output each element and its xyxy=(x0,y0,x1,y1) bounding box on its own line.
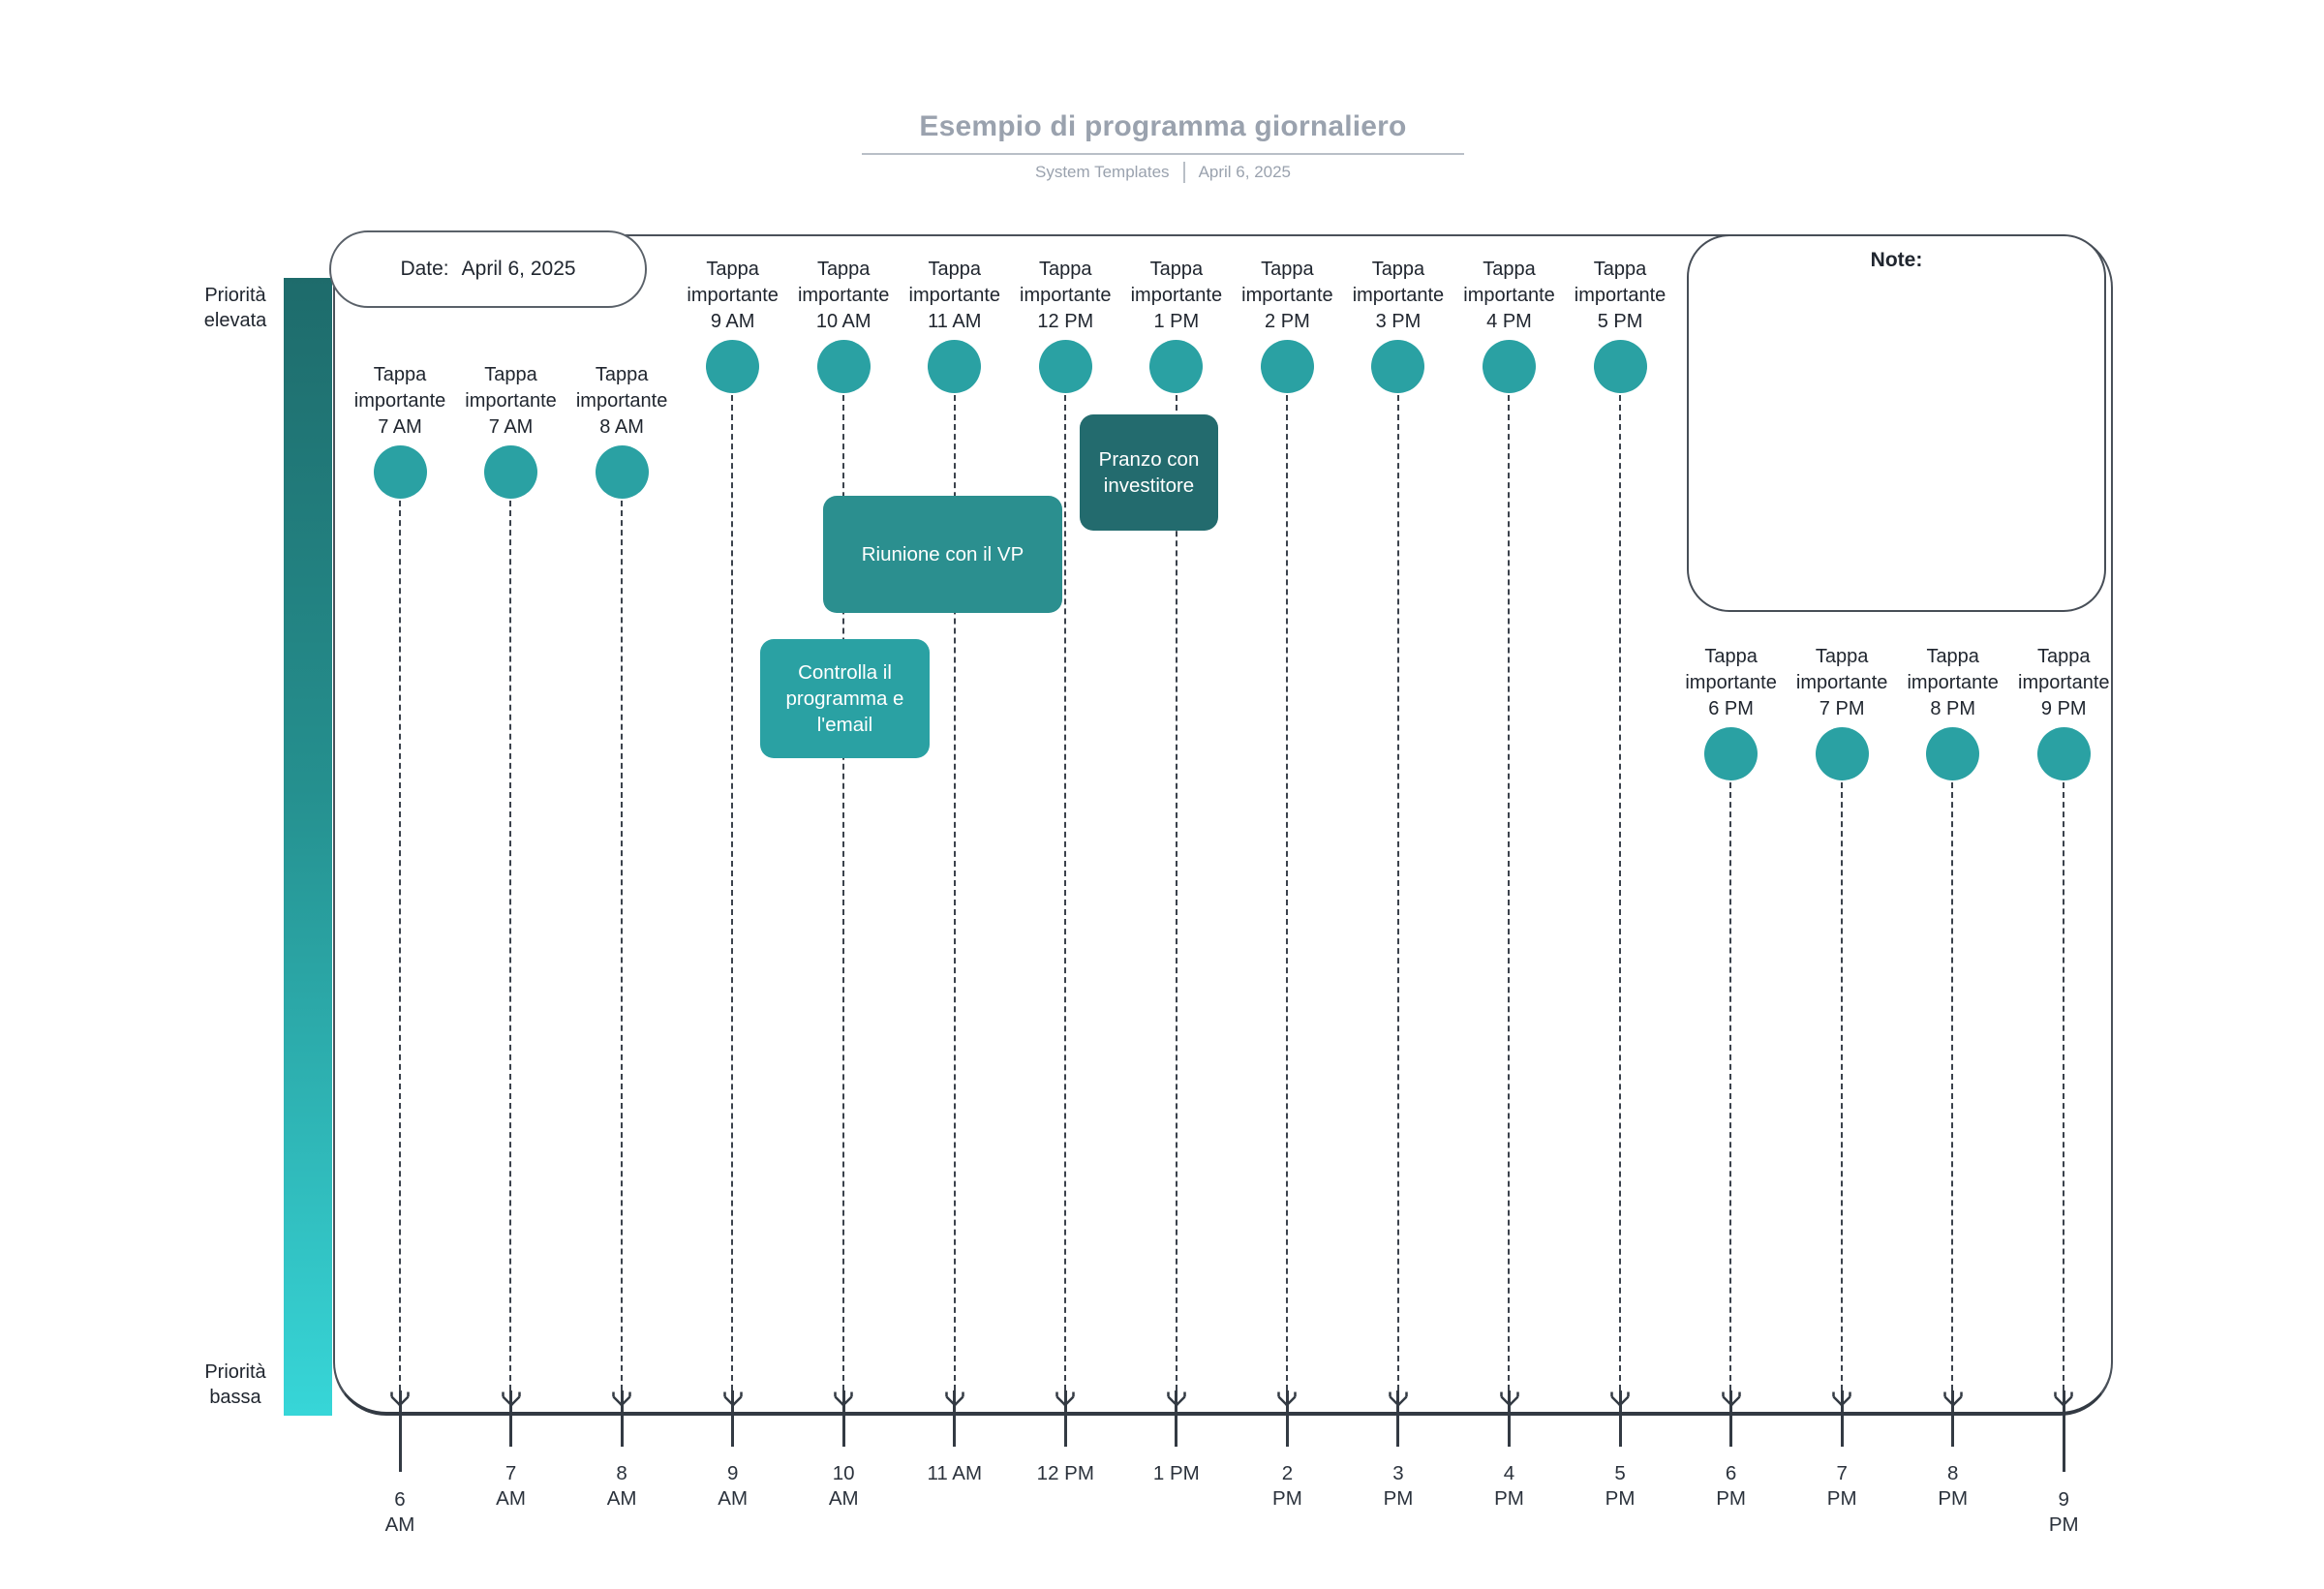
milestone-circle[interactable] xyxy=(1815,726,1869,780)
milestone-guide-line xyxy=(1396,394,1399,1390)
time-tick xyxy=(1618,1390,1622,1447)
milestone-circle[interactable] xyxy=(1483,339,1536,393)
milestone-label: Tappa importante 1 PM xyxy=(1130,258,1223,332)
milestone-label: Tappa importante 7 AM xyxy=(353,363,446,438)
page-title: Esempio di programma giornaliero xyxy=(919,110,1407,142)
time-label: 7 AM xyxy=(496,1462,526,1510)
time-tick xyxy=(1175,1390,1178,1447)
time-tick xyxy=(1840,1390,1844,1447)
milestone-label: Tappa importante 7 PM xyxy=(1795,645,1888,719)
time-label: 10 AM xyxy=(828,1462,859,1510)
priority-gradient-bar xyxy=(284,278,332,1416)
time-label: 8 PM xyxy=(1938,1462,1969,1510)
milestone-guide-line xyxy=(2063,781,2064,1390)
note-title: Note: xyxy=(1870,249,1923,271)
subtitle-date: April 6, 2025 xyxy=(1198,163,1292,181)
milestone-label: Tappa importante 10 AM xyxy=(797,258,890,332)
page-subtitle: System Templates April 6, 2025 xyxy=(776,162,1550,183)
time-tick xyxy=(1285,1390,1289,1447)
milestone-guide-line xyxy=(1286,394,1289,1390)
subtitle-brand: System Templates xyxy=(1034,163,1170,181)
time-tick xyxy=(953,1390,957,1447)
schedule-board xyxy=(333,234,2113,1416)
time-label: 8 AM xyxy=(606,1462,637,1510)
time-tick xyxy=(1951,1390,1955,1447)
time-tick xyxy=(841,1390,845,1447)
time-tick xyxy=(1729,1390,1733,1447)
time-label: 7 PM xyxy=(1826,1462,1857,1510)
milestone-label: Tappa importante 2 PM xyxy=(1241,258,1333,332)
milestone-circle[interactable] xyxy=(1926,726,1980,780)
time-tick xyxy=(1396,1390,1400,1447)
title-underline xyxy=(862,153,1464,155)
time-tick xyxy=(2062,1390,2065,1472)
milestone-guide-line xyxy=(731,394,734,1390)
time-label: 12 PM xyxy=(1036,1462,1094,1484)
time-label: 11 AM xyxy=(927,1462,983,1484)
subtitle-divider xyxy=(1182,162,1185,183)
time-label: 5 PM xyxy=(1605,1462,1636,1510)
milestone-guide-line xyxy=(1064,394,1067,1390)
milestone-circle[interactable] xyxy=(928,339,982,393)
milestone-circle[interactable] xyxy=(1593,339,1647,393)
milestone-label: Tappa importante 11 AM xyxy=(908,258,1001,332)
milestone-guide-line xyxy=(1951,781,1954,1390)
milestone-circle[interactable] xyxy=(1260,339,1314,393)
milestone-circle[interactable] xyxy=(484,444,538,499)
time-label: 6 AM xyxy=(384,1488,415,1536)
time-tick xyxy=(731,1390,735,1447)
priority-low-label: Priorità bassa xyxy=(204,1361,266,1408)
time-tick xyxy=(509,1390,513,1447)
milestone-guide-line xyxy=(1508,394,1511,1390)
milestone-guide-line xyxy=(1729,781,1732,1390)
milestone-circle[interactable] xyxy=(1038,339,1092,393)
time-label: 1 PM xyxy=(1152,1462,1200,1484)
milestone-label: Tappa importante 8 PM xyxy=(1907,645,1999,719)
event-vp-meeting[interactable]: Riunione con il VP xyxy=(823,496,1062,613)
milestone-circle[interactable] xyxy=(595,444,649,499)
milestone-guide-line xyxy=(1175,394,1177,1390)
date-label: Date: xyxy=(400,258,449,280)
milestone-label: Tappa importante 9 AM xyxy=(687,258,779,332)
time-label: 6 PM xyxy=(1716,1462,1746,1510)
milestone-label: Tappa importante 9 PM xyxy=(2018,645,2110,719)
event-check-schedule-email[interactable]: Controlla il programma e l'email xyxy=(760,639,930,758)
time-label: 3 PM xyxy=(1383,1462,1414,1510)
note-box[interactable]: Note: xyxy=(1687,234,2106,612)
milestone-circle[interactable] xyxy=(1704,726,1758,780)
milestone-label: Tappa importante 8 AM xyxy=(575,363,668,438)
milestone-label: Tappa importante 5 PM xyxy=(1574,258,1667,332)
milestone-circle[interactable] xyxy=(706,339,760,393)
milestone-guide-line xyxy=(841,394,844,1390)
priority-high-label: Priorità elevata xyxy=(203,285,267,331)
milestone-circle[interactable] xyxy=(373,444,427,499)
time-tick xyxy=(1063,1390,1067,1447)
event-investor-lunch[interactable]: Pranzo con investitore xyxy=(1080,414,1218,531)
date-value: April 6, 2025 xyxy=(461,258,576,280)
time-label: 9 AM xyxy=(718,1462,749,1510)
time-label: 9 PM xyxy=(2048,1488,2079,1536)
milestone-guide-line xyxy=(509,500,512,1390)
time-label: 4 PM xyxy=(1494,1462,1524,1510)
time-label: 2 PM xyxy=(1272,1462,1302,1510)
date-box[interactable]: Date: April 6, 2025 xyxy=(329,230,647,308)
milestone-label: Tappa importante 6 PM xyxy=(1685,645,1777,719)
milestone-circle[interactable] xyxy=(1371,339,1425,393)
milestone-guide-line xyxy=(1618,394,1621,1390)
milestone-guide-line xyxy=(953,394,956,1390)
milestone-guide-line xyxy=(398,500,401,1390)
milestone-label: Tappa importante 7 AM xyxy=(465,363,557,438)
milestone-circle[interactable] xyxy=(2036,726,2091,780)
milestone-guide-line xyxy=(620,500,623,1390)
milestone-label: Tappa importante 3 PM xyxy=(1352,258,1445,332)
milestone-circle[interactable] xyxy=(816,339,871,393)
milestone-label: Tappa importante 4 PM xyxy=(1463,258,1555,332)
time-tick xyxy=(1508,1390,1511,1447)
milestone-guide-line xyxy=(1840,781,1843,1390)
milestone-circle[interactable] xyxy=(1149,339,1204,393)
time-tick xyxy=(620,1390,624,1447)
time-tick xyxy=(398,1390,402,1472)
milestone-label: Tappa importante 12 PM xyxy=(1020,258,1112,332)
